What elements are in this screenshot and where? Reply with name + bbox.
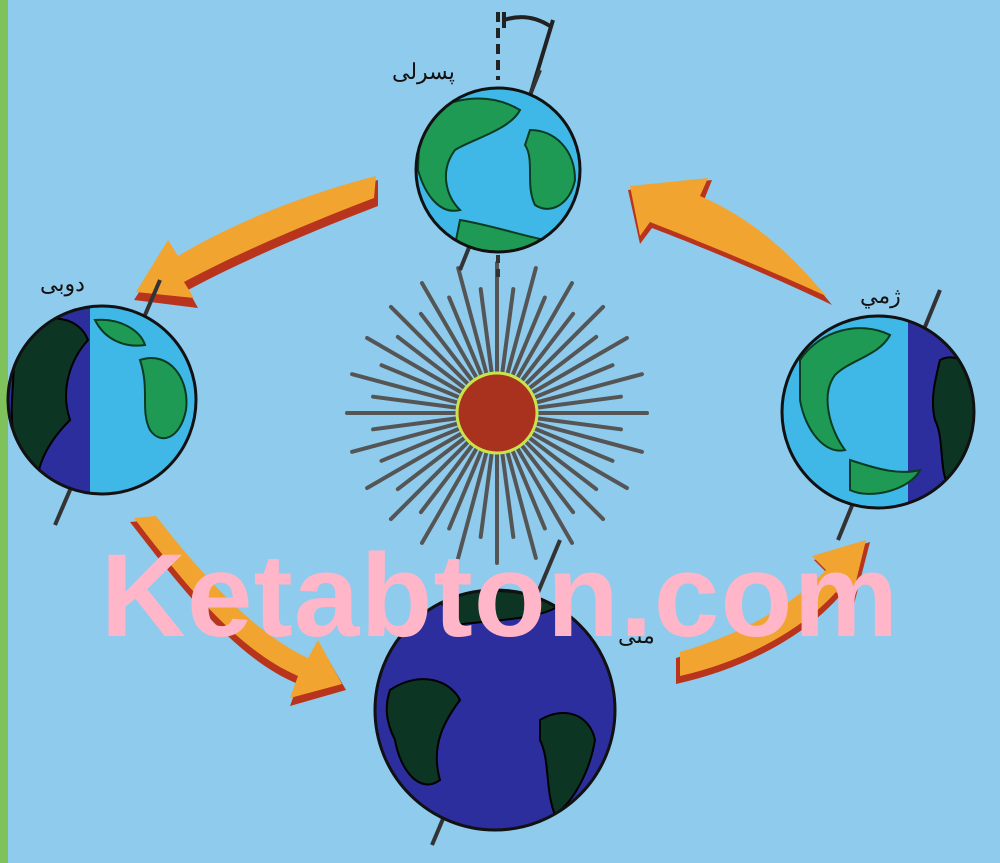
earth-globe-bottom-icon xyxy=(375,540,615,845)
earth-globe-top-icon xyxy=(416,70,580,280)
arrow-spring-to-summer-icon xyxy=(134,176,378,308)
tilt-angle-marker-icon xyxy=(498,12,553,96)
sun-icon xyxy=(347,263,647,563)
arrow-summer-to-autumn-icon xyxy=(130,516,346,706)
sun-ray xyxy=(458,268,487,376)
earth-globe-left-icon xyxy=(0,280,196,525)
sun-ray xyxy=(534,374,642,403)
arrow-winter-to-spring-icon xyxy=(628,178,832,305)
season-label-summer: دوبی xyxy=(40,272,85,297)
arrow-autumn-to-winter-icon xyxy=(676,540,870,684)
season-label-spring: پسرلی xyxy=(392,60,455,85)
sun-ray xyxy=(507,450,536,558)
earth-globe-right-icon xyxy=(782,290,988,540)
sun-ray xyxy=(458,450,487,558)
sun-ray xyxy=(352,374,460,403)
sun-ray xyxy=(507,268,536,376)
sun-ray xyxy=(534,423,642,452)
season-label-autumn: منی xyxy=(618,624,655,649)
season-label-winter: ژمي xyxy=(860,284,901,309)
sun-ray xyxy=(352,423,460,452)
